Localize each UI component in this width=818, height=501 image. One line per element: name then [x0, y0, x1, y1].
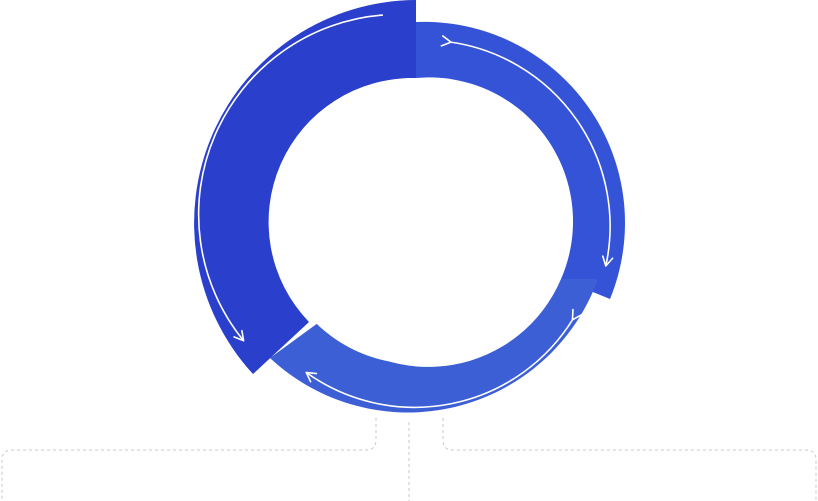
connector-right [442, 418, 817, 501]
arrow-left [197, 14, 384, 342]
arrow-top-right [440, 35, 614, 267]
arrow-bottom [305, 308, 583, 409]
ring-center [273, 78, 559, 364]
connector-left [1, 418, 377, 501]
ring-segment-left [194, 0, 416, 374]
